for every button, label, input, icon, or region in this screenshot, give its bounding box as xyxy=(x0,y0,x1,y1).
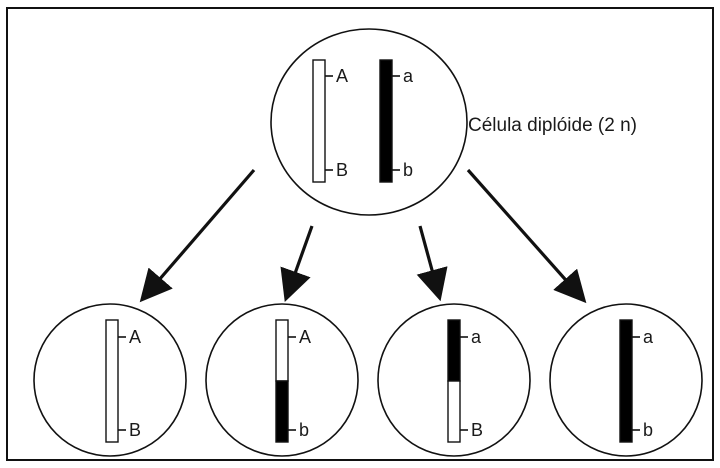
parent-allele-B: B xyxy=(336,160,348,180)
gamete-2-chromosome-bottom xyxy=(275,380,289,443)
parent-cell-label: Célula diplóide (2 n) xyxy=(468,115,637,136)
parent-allele-a: a xyxy=(403,66,414,86)
frame-border xyxy=(6,7,714,461)
gamete-1-allele-bottom: B xyxy=(129,420,141,440)
gamete-cell-1: A B xyxy=(33,303,187,457)
gamete-3-chromosome-top xyxy=(447,319,461,382)
parent-cell: A B a b xyxy=(270,28,468,216)
gamete-1-chromosome xyxy=(105,319,119,443)
gamete-3-allele-top: a xyxy=(471,327,482,347)
gamete-2-allele-top: A xyxy=(299,327,311,347)
parent-allele-A: A xyxy=(336,66,348,86)
gamete-cell-4: a b xyxy=(549,303,703,457)
gamete-2-chromosome-top xyxy=(275,319,289,382)
parent-chromosome-black xyxy=(379,59,393,183)
gamete-1-allele-top: A xyxy=(129,327,141,347)
parent-allele-b: b xyxy=(403,160,413,180)
arrow-to-gamete-1 xyxy=(139,168,256,303)
gamete-4-allele-top: a xyxy=(643,327,654,347)
parent-cell-membrane xyxy=(270,28,468,216)
parent-chromosome-white xyxy=(312,59,326,183)
arrow-to-gamete-3 xyxy=(416,225,448,302)
gamete-4-allele-bottom: b xyxy=(643,420,653,440)
arrow-to-gamete-2 xyxy=(280,225,314,303)
gamete-cell-2: A b xyxy=(205,303,359,457)
gamete-3-allele-bottom: B xyxy=(471,420,483,440)
arrows xyxy=(139,168,587,304)
gamete-cell-3: a B xyxy=(377,303,531,457)
gamete-2-allele-bottom: b xyxy=(299,420,309,440)
arrow-to-gamete-4 xyxy=(466,168,587,304)
gamete-4-chromosome xyxy=(619,319,633,443)
gamete-3-chromosome-bottom xyxy=(447,380,461,443)
